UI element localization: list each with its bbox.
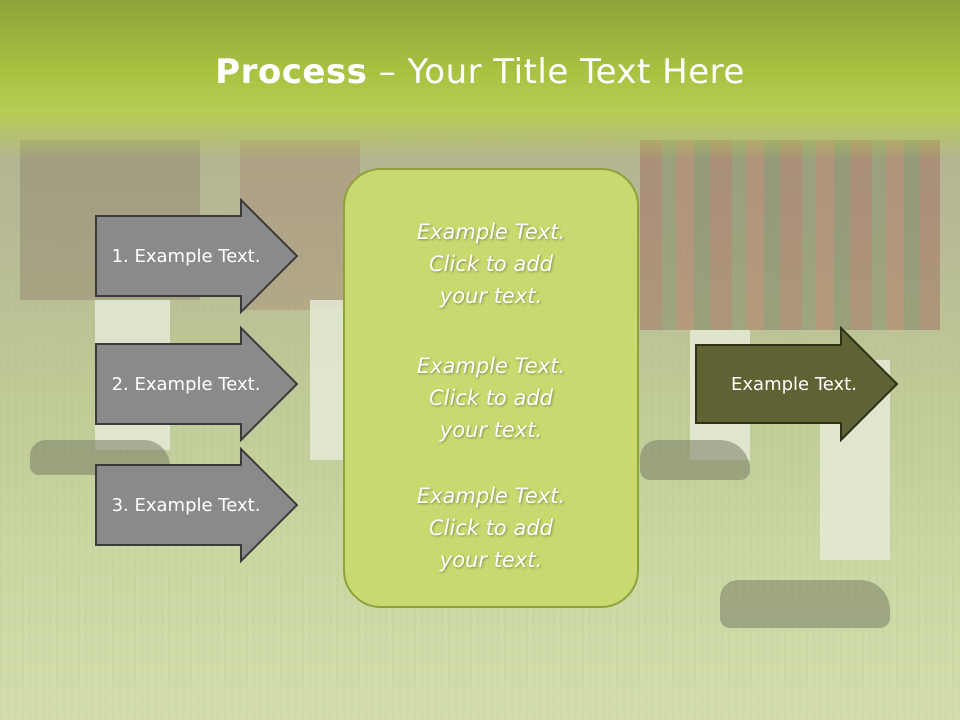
step-label: 1. Example Text. <box>111 245 261 267</box>
panel-text-block-1[interactable]: Example Text. Click to add your text. <box>345 216 637 312</box>
step-label: 3. Example Text. <box>111 494 261 516</box>
step-label: 2. Example Text. <box>111 373 261 395</box>
step-arrow-3[interactable]: 3. Example Text. <box>94 447 300 563</box>
step-arrow-1[interactable]: 1. Example Text. <box>94 198 300 314</box>
photo-shoe <box>720 580 890 628</box>
photo-shoe <box>640 440 750 480</box>
center-text-panel[interactable]: Example Text. Click to add your text. Ex… <box>343 168 639 608</box>
title-dash: – <box>367 52 408 92</box>
title-bold: Process <box>215 52 368 92</box>
result-label: Example Text. <box>731 373 857 395</box>
arrow-shape <box>95 447 299 563</box>
panel-line: Click to add <box>428 386 553 410</box>
panel-line: Example Text. <box>416 354 566 378</box>
panel-line: your text. <box>439 284 543 308</box>
panel-line: Click to add <box>428 252 553 276</box>
panel-text-block-2[interactable]: Example Text. Click to add your text. <box>345 350 637 446</box>
arrow-shape <box>95 198 299 314</box>
step-arrow-2[interactable]: 2. Example Text. <box>94 326 300 442</box>
panel-line: Example Text. <box>416 484 566 508</box>
panel-line: your text. <box>439 548 543 572</box>
photo-kilt <box>640 140 940 330</box>
title-band <box>0 0 960 160</box>
arrow-shape <box>95 326 299 442</box>
title-rest: Your Title Text Here <box>407 52 745 92</box>
result-arrow[interactable]: Example Text. <box>694 326 900 442</box>
panel-line: your text. <box>439 418 543 442</box>
panel-line: Click to add <box>428 516 553 540</box>
slide-title[interactable]: Process – Your Title Text Here <box>0 52 960 92</box>
panel-line: Example Text. <box>416 220 566 244</box>
arrow-shape <box>695 326 899 442</box>
panel-text-block-3[interactable]: Example Text. Click to add your text. <box>345 480 637 576</box>
